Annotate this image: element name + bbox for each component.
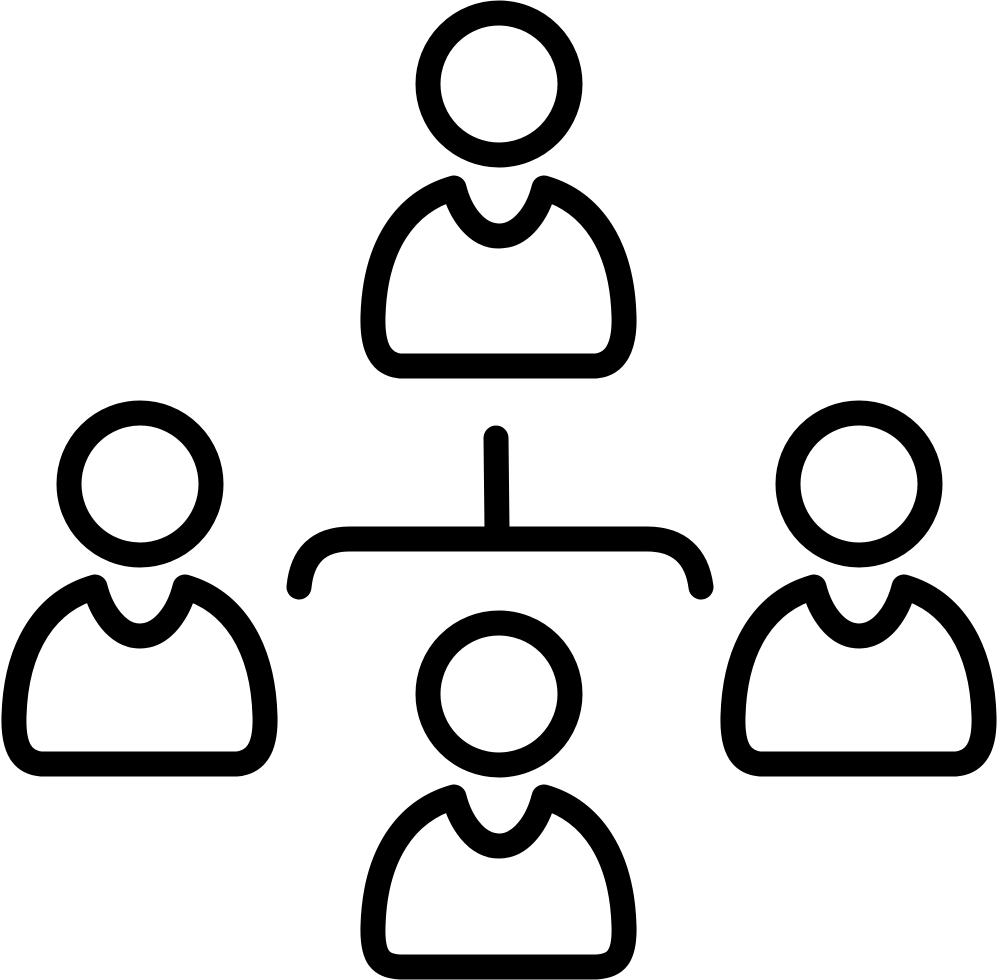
- person-head: [56, 400, 224, 568]
- connector-stem: [483, 425, 510, 542]
- connector-bar: [286, 526, 714, 600]
- person-icon-bottom: [360, 610, 637, 980]
- person-body: [720, 574, 997, 777]
- person-head: [415, 0, 583, 168]
- person-icon-right: [720, 400, 997, 777]
- person-icon-top: [360, 0, 637, 379]
- person-head: [415, 610, 583, 778]
- branch-connector: [286, 425, 714, 600]
- person-head: [775, 400, 943, 568]
- person-body: [1, 574, 278, 777]
- person-body: [360, 175, 637, 379]
- person-body: [360, 784, 637, 980]
- person-icon-left: [1, 400, 278, 777]
